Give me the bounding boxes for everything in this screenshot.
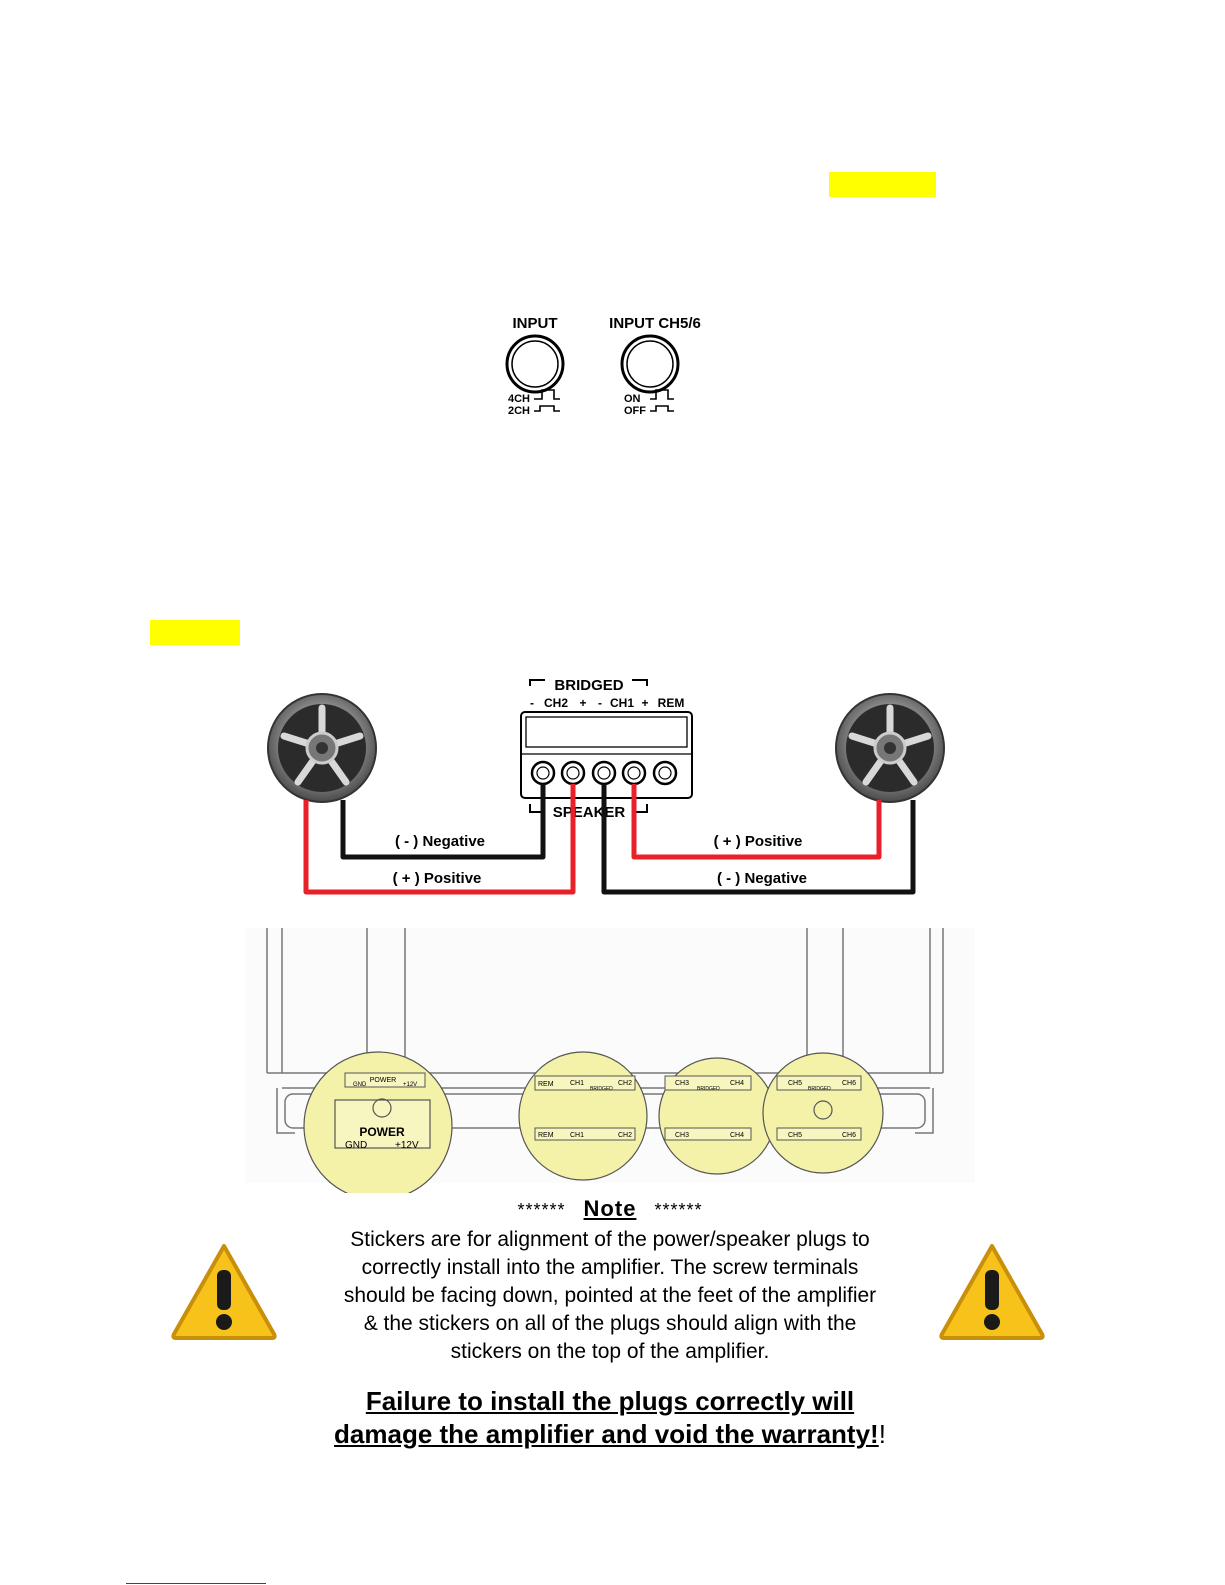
sticker-rem-top: REM bbox=[538, 1081, 554, 1088]
input-opt-2ch: 2CH bbox=[508, 405, 530, 417]
left-speaker bbox=[267, 693, 377, 803]
ch1-ch2-plug-sticker: REM CH1 CH2 BRIDGED REM CH1 CH2 bbox=[518, 1051, 648, 1181]
power-sticker-label: POWER bbox=[359, 1125, 405, 1139]
input-switch-panel: INPUT 4CH 2CH INPUT CH5/6 ON OFF bbox=[505, 315, 701, 417]
sticker-ch4-top: CH4 bbox=[730, 1080, 744, 1087]
sticker-ch1-bottom: CH1 bbox=[570, 1132, 584, 1139]
footer-link-underline[interactable] bbox=[126, 1583, 266, 1584]
warning-icon-right bbox=[939, 1244, 1045, 1340]
terminal-label-rem: REM bbox=[658, 696, 685, 710]
ch56-opt-off: OFF bbox=[624, 405, 646, 417]
note-line-1: Stickers are for alignment of the power/… bbox=[350, 1228, 870, 1251]
sticker-ch6-top: CH6 bbox=[842, 1080, 856, 1087]
terminal-label-minus-2: - bbox=[598, 696, 602, 710]
input-label: INPUT bbox=[513, 315, 558, 332]
power-sticker-small-12v: +12V bbox=[403, 1082, 417, 1088]
ch56-opt-on: ON bbox=[624, 393, 641, 405]
terminal-label-ch2: CH2 bbox=[544, 696, 568, 710]
power-sticker-small-label: POWER bbox=[370, 1077, 396, 1084]
warning-line-1: Failure to install the plugs correctly w… bbox=[365, 1386, 855, 1416]
ch3-ch4-plug-sticker: CH3 CH4 BRIDGED CH3 CH4 bbox=[658, 1057, 776, 1175]
bridged-label: BRIDGED bbox=[554, 677, 623, 694]
sticker-ch1-top: CH1 bbox=[570, 1080, 584, 1087]
sticker-ch2-top: CH2 bbox=[618, 1080, 632, 1087]
input-switch-symbol bbox=[534, 389, 560, 412]
sticker-bridged-ch34: BRIDGED bbox=[697, 1086, 720, 1092]
wire-label-right-negative: ( - ) Negative bbox=[717, 870, 807, 887]
sticker-bridged-ch12: BRIDGED bbox=[590, 1086, 613, 1092]
speaker-wires bbox=[303, 784, 916, 895]
ch56-knob bbox=[620, 334, 680, 394]
ch56-label: INPUT CH5/6 bbox=[609, 315, 701, 332]
speaker-terminal-block: BRIDGED - CH2 + - CH1 + REM SPEAKER bbox=[520, 677, 693, 821]
note-heading: ****** Note ****** bbox=[300, 1196, 920, 1222]
sticker-bridged-ch56: BRIDGED bbox=[808, 1086, 831, 1092]
wiring-diagram: BRIDGED - CH2 + - CH1 + REM SPEAKER ( - … bbox=[267, 677, 945, 895]
sticker-ch4-bottom: CH4 bbox=[730, 1132, 744, 1139]
wire-label-left-negative: ( - ) Negative bbox=[395, 833, 485, 850]
wire-left-negative bbox=[340, 784, 546, 860]
note-line-2: correctly install into the amplifier. Th… bbox=[361, 1256, 859, 1279]
wire-label-left-positive: ( + ) Positive bbox=[393, 870, 482, 887]
power-sticker-small-gnd: GND bbox=[353, 1082, 367, 1088]
wire-left-positive bbox=[303, 784, 576, 895]
terminal-label-ch1: CH1 bbox=[610, 696, 634, 710]
highlight-mark-top bbox=[829, 172, 936, 197]
wire-right-negative bbox=[601, 784, 916, 895]
input-opt-4ch: 4CH bbox=[508, 393, 530, 405]
note-line-5: stickers on the top of the amplifier. bbox=[450, 1340, 770, 1363]
terminal-label-plus-1: + bbox=[579, 696, 586, 710]
power-plug-sticker: POWER GND +12V POWER GND +12V bbox=[303, 1051, 453, 1193]
wire-label-right-positive: ( + ) Positive bbox=[714, 833, 803, 850]
right-speaker bbox=[835, 693, 945, 803]
note-stars-right: ****** bbox=[654, 1200, 703, 1220]
ch5-ch6-plug-sticker: CH5 CH6 BRIDGED CH5 CH6 bbox=[762, 1052, 884, 1174]
speaker-label: SPEAKER bbox=[553, 804, 626, 821]
note-line-4: & the stickers on all of the plugs shoul… bbox=[363, 1312, 857, 1335]
warranty-warning: Failure to install the plugs correctly w… bbox=[290, 1385, 930, 1451]
sticker-ch5-top: CH5 bbox=[788, 1080, 802, 1087]
ch56-switch-symbol bbox=[650, 389, 674, 412]
note-title: Note bbox=[583, 1196, 637, 1221]
sticker-ch2-bottom: CH2 bbox=[618, 1132, 632, 1139]
note-block: ****** Note ****** Stickers are for alignm… bbox=[300, 1196, 920, 1366]
highlight-mark-left bbox=[150, 620, 240, 645]
sticker-ch6-bottom: CH6 bbox=[842, 1132, 856, 1139]
wire-right-positive bbox=[631, 784, 882, 860]
note-line-3: should be facing down, pointed at the fe… bbox=[343, 1284, 877, 1307]
power-sticker-gnd: GND bbox=[345, 1140, 367, 1151]
warning-line-2: damage the amplifier and void the warran… bbox=[334, 1419, 879, 1449]
sticker-rem-bottom: REM bbox=[538, 1132, 554, 1139]
warning-tail: ! bbox=[878, 1419, 886, 1449]
warning-icon-left bbox=[171, 1244, 277, 1340]
amplifier-top-view: POWER GND +12V POWER GND +12V REM CH1 CH… bbox=[245, 928, 975, 1193]
power-sticker-12v: +12V bbox=[395, 1140, 419, 1151]
note-body: Stickers are for alignment of the power/… bbox=[300, 1226, 920, 1366]
input-knob bbox=[505, 334, 565, 394]
terminal-label-plus-2: + bbox=[641, 696, 648, 710]
terminal-label-minus-1: - bbox=[530, 696, 534, 710]
sticker-ch3-bottom: CH3 bbox=[675, 1132, 689, 1139]
sticker-ch5-bottom: CH5 bbox=[788, 1132, 802, 1139]
sticker-ch3-top: CH3 bbox=[675, 1080, 689, 1087]
note-stars-left: ****** bbox=[517, 1200, 566, 1220]
